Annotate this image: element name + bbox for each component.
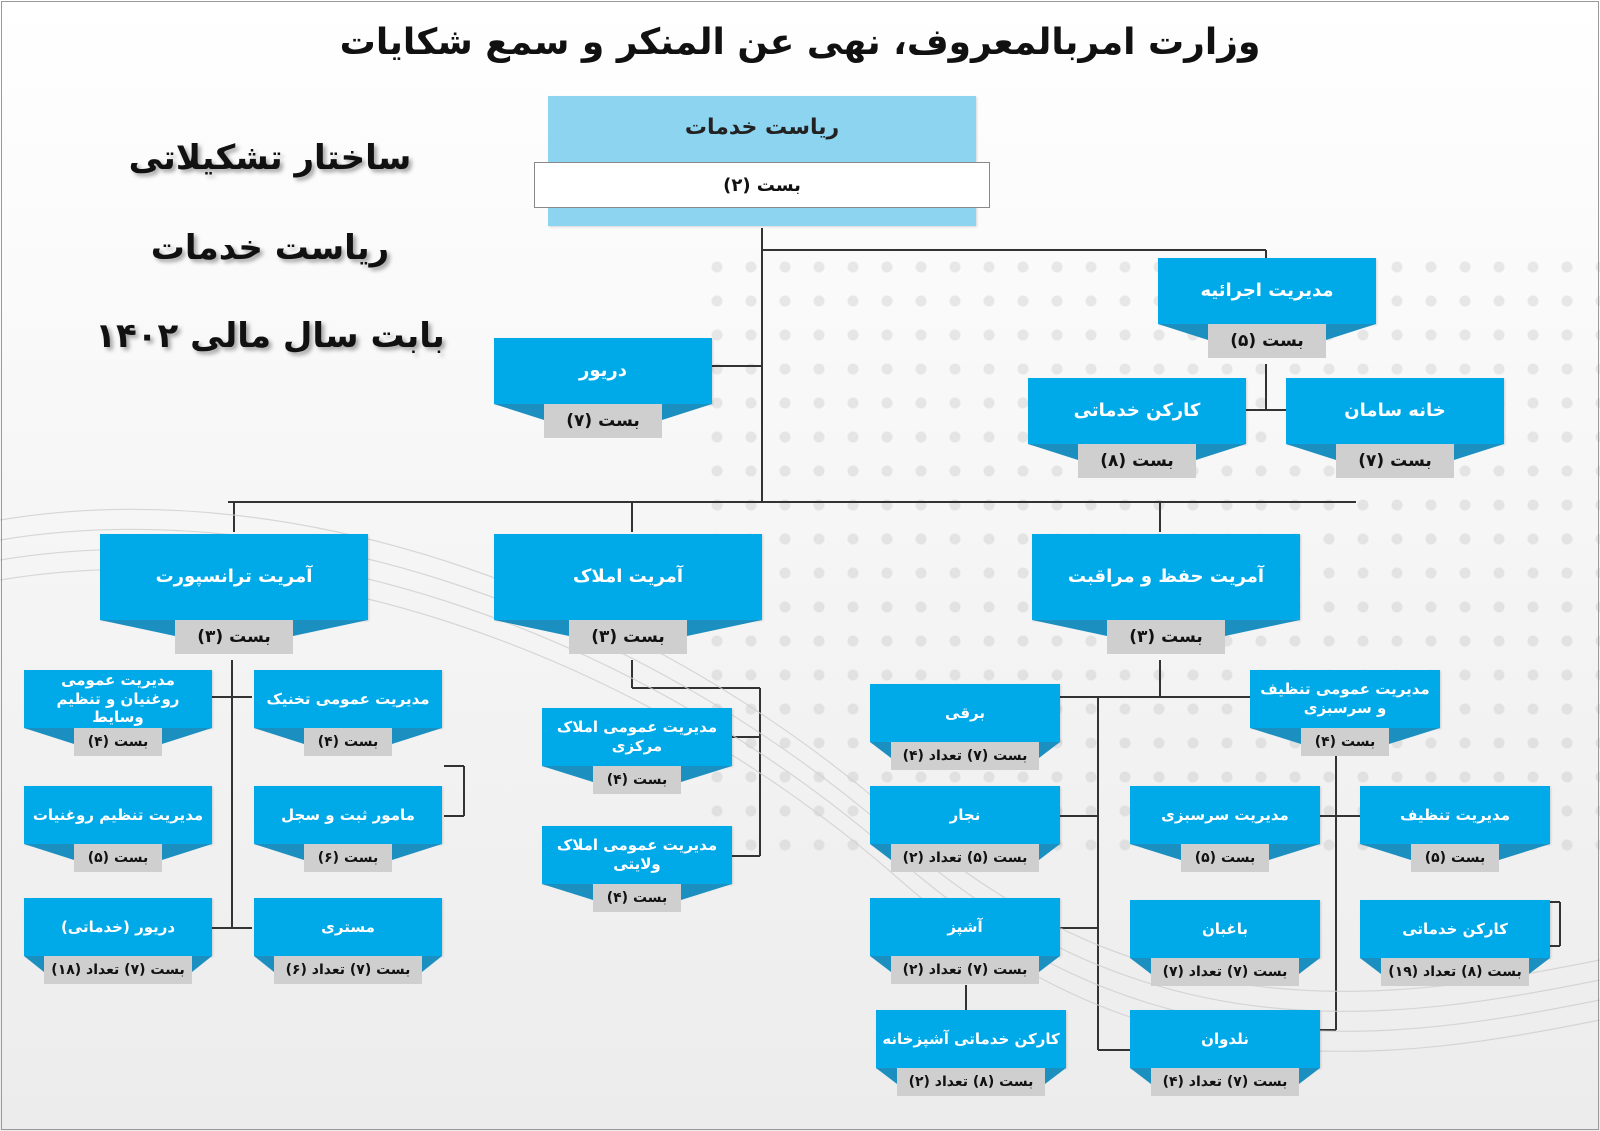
unit-cleaning-worker: کارکن خدماتی (1360, 900, 1550, 958)
unit-post-grade: بست (۳) (175, 620, 293, 654)
unit-name: مدیریت تنظیم روغنیات (32, 805, 204, 824)
unit-name: مستری (321, 917, 375, 936)
unit-housekeeper: خانه سامان (1286, 378, 1504, 444)
unit-post-grade: بست (۷) (544, 404, 662, 438)
unit-kitchen-worker: کارکن خدماتی آشپزخانه (876, 1010, 1066, 1068)
unit-name: آمریت املاک (573, 565, 684, 587)
unit-greenery-mgmt: مدیریت سرسبزی (1130, 786, 1320, 844)
unit-transport-dir: آمریت ترانسپورت (100, 534, 368, 620)
unit-gardener: باغبان (1130, 900, 1320, 958)
unit-technical-gm: مدیریت عمومی تخنیک (254, 670, 442, 728)
unit-plumber: نلدوان (1130, 1010, 1320, 1068)
unit-post-grade: بست (۷) تعداد (۴) (1151, 1068, 1299, 1096)
unit-name: مامور ثبت و سجل (281, 805, 415, 824)
unit-post-grade: بست (۵) تعداد (۲) (891, 844, 1039, 872)
unit-post-grade: بست (۴) (1301, 728, 1389, 756)
unit-oils-gm: مدیریت عمومی روغنیان و تنظیم وسایط (24, 670, 212, 728)
unit-maintenance-dir: آمریت حفظ و مراقبت (1032, 534, 1300, 620)
unit-post-grade: بست (۵) (74, 844, 162, 872)
unit-post-grade: بست (۷) تعداد (۱۸) (44, 956, 192, 984)
unit-post-grade: بست (۷) تعداد (۲) (891, 956, 1039, 984)
unit-electric: برقی (870, 684, 1060, 742)
side-title-structure: ساختار تشکیلاتی (128, 138, 412, 178)
unit-name: ریاست خدمات (684, 115, 840, 140)
unit-carpenter: نجار (870, 786, 1060, 844)
unit-post-grade: بست (۷) (1336, 444, 1454, 478)
unit-name: نلدوان (1201, 1029, 1249, 1048)
unit-head-post: بست (۲) (534, 162, 990, 208)
unit-post-grade: بست (۵) (1411, 844, 1499, 872)
unit-name: کارکن خدماتی (1402, 919, 1508, 938)
unit-post-grade: بست (۳) (1107, 620, 1225, 654)
unit-post-grade: بست (۷) تعداد (۶) (274, 956, 422, 984)
unit-post-grade: بست (۴) (304, 728, 392, 756)
ministry-title: وزارت امربالمعروف، نهی عن المنکر و سمع ش… (339, 22, 1261, 63)
unit-name: مدیریت اجرائیه (1200, 279, 1334, 301)
unit-name: باغبان (1201, 919, 1249, 938)
unit-name: دریور (579, 359, 628, 381)
unit-cleaning-mgmt: مدیریت تنظیف (1360, 786, 1550, 844)
unit-name: آمریت حفظ و مراقبت (1067, 565, 1265, 587)
unit-post-grade: بست (۵) (1181, 844, 1269, 872)
unit-post-grade: بست (۴) (593, 884, 681, 912)
unit-name: آشپز (947, 917, 983, 936)
unit-service-worker: کارکن خدماتی (1028, 378, 1246, 444)
unit-name: کارکن خدماتی آشپزخانه (882, 1029, 1060, 1048)
side-title-department: ریاست خدمات (150, 228, 390, 268)
unit-oils-reg: مدیریت تنظیم روغنیات (24, 786, 212, 844)
unit-name: نجار (949, 805, 981, 824)
unit-name: مدیریت عمومی تخنیک (266, 689, 430, 708)
unit-name: مدیریت عمومی املاک مرکزی (556, 718, 718, 755)
unit-name: آمریت ترانسپورت (155, 565, 313, 587)
unit-name: خانه سامان (1344, 399, 1446, 421)
unit-post-grade: بست (۸) تعداد (۲) (897, 1068, 1045, 1096)
unit-property-dir: آمریت املاک (494, 534, 762, 620)
unit-post-grade: بست (۳) (569, 620, 687, 654)
unit-driver-top: دریور (494, 338, 712, 404)
unit-post-grade: بست (۸) تعداد (۱۹) (1381, 958, 1529, 986)
unit-name: مدیریت سرسبزی (1161, 805, 1289, 824)
unit-provincial-property: مدیریت عمومی املاک ولایتی (542, 826, 732, 884)
unit-post-grade: بست (۵) (1208, 324, 1326, 358)
unit-name: برقی (945, 703, 985, 722)
unit-post-grade: بست (۸) (1078, 444, 1196, 478)
side-title-fiscal-year: بابت سال مالی ۱۴۰۲ (95, 316, 445, 356)
unit-name: کارکن خدماتی (1073, 399, 1201, 421)
unit-post-grade: بست (۶) (304, 844, 392, 872)
unit-mechanic: مستری (254, 898, 442, 956)
unit-name: مدیریت عمومی روغنیان و تنظیم وسایط (56, 670, 180, 727)
unit-name: دریور (خدماتی) (60, 917, 176, 936)
unit-post-grade: بست (۴) (74, 728, 162, 756)
unit-post-grade: بست (۴) (593, 766, 681, 794)
unit-name: مدیریت عمومی املاک ولایتی (556, 836, 718, 873)
unit-post-grade: بست (۷) تعداد (۴) (891, 742, 1039, 770)
unit-cleaning-gm: مدیریت عمومی تنظیف و سرسبزی (1250, 670, 1440, 728)
unit-central-property: مدیریت عمومی املاک مرکزی (542, 708, 732, 766)
unit-post-grade: بست (۷) تعداد (۷) (1151, 958, 1299, 986)
unit-driver-service: دریور (خدماتی) (24, 898, 212, 956)
unit-name: مدیریت عمومی تنظیف و سرسبزی (1260, 680, 1430, 717)
unit-name: مدیریت تنظیف (1400, 805, 1511, 824)
unit-cook: آشپز (870, 898, 1060, 956)
unit-registrar: مامور ثبت و سجل (254, 786, 442, 844)
unit-exec-mgmt: مدیریت اجرائیه (1158, 258, 1376, 324)
